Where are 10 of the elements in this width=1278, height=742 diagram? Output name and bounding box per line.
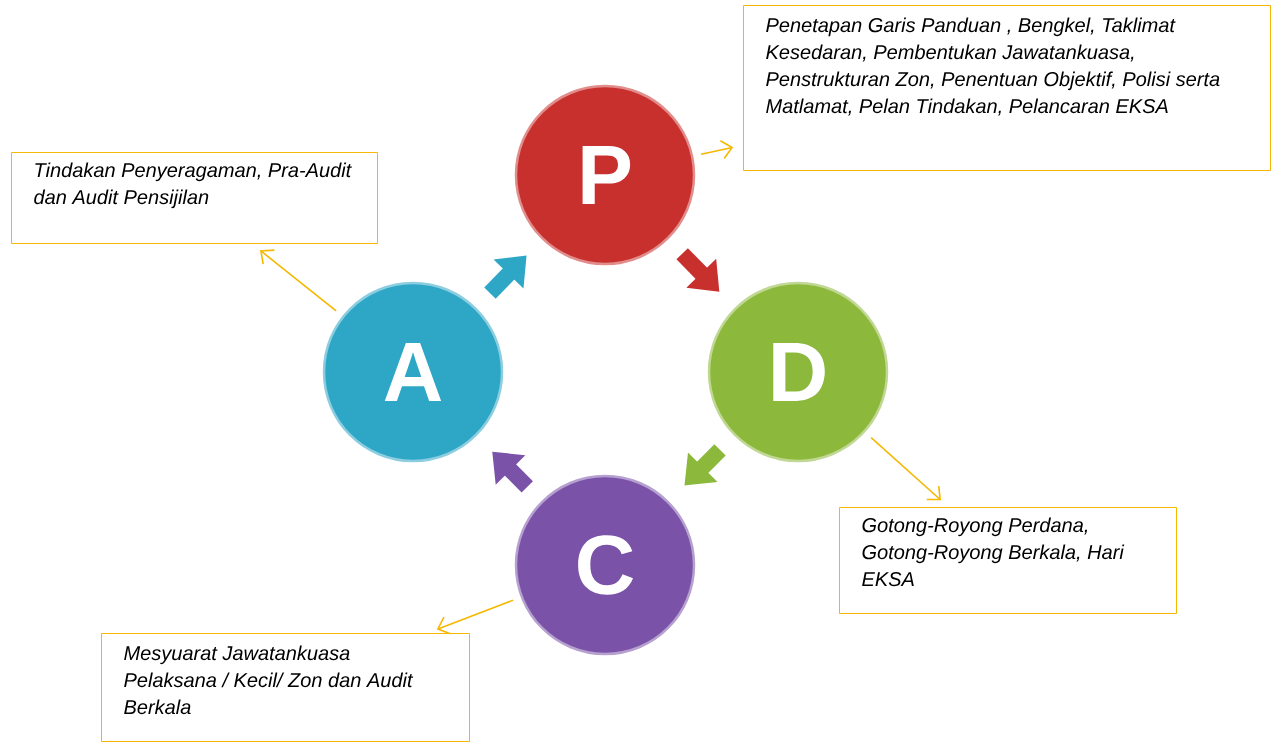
note-box: Penetapan Garis Panduan , Bengkel, Taklimat Kesedaran, Pembentukan Jawatankuasa, Penstrukturan Zon, Penentuan Objektif, Polisi serta Matlamat, Pelan Tindakan, Pelancaran EKSA	[743, 5, 1271, 171]
note-box: Tindakan Penyeragaman, Pra-Audit dan Audit Pensijilan	[11, 152, 378, 244]
block-arrow	[684, 444, 726, 486]
leader-arrow	[260, 249, 337, 312]
leader-arrow	[436, 599, 515, 635]
note-box: Gotong-Royong Perdana, Gotong-Royong Berkala, Hari EKSA	[839, 507, 1177, 614]
leader-arrow	[870, 436, 942, 501]
block-arrow	[484, 255, 527, 299]
leader-arrow	[700, 140, 734, 160]
note-box: Mesyuarat Jawatankuasa Pelaksana / Kecil/ Zon dan Audit Berkala	[101, 633, 470, 742]
